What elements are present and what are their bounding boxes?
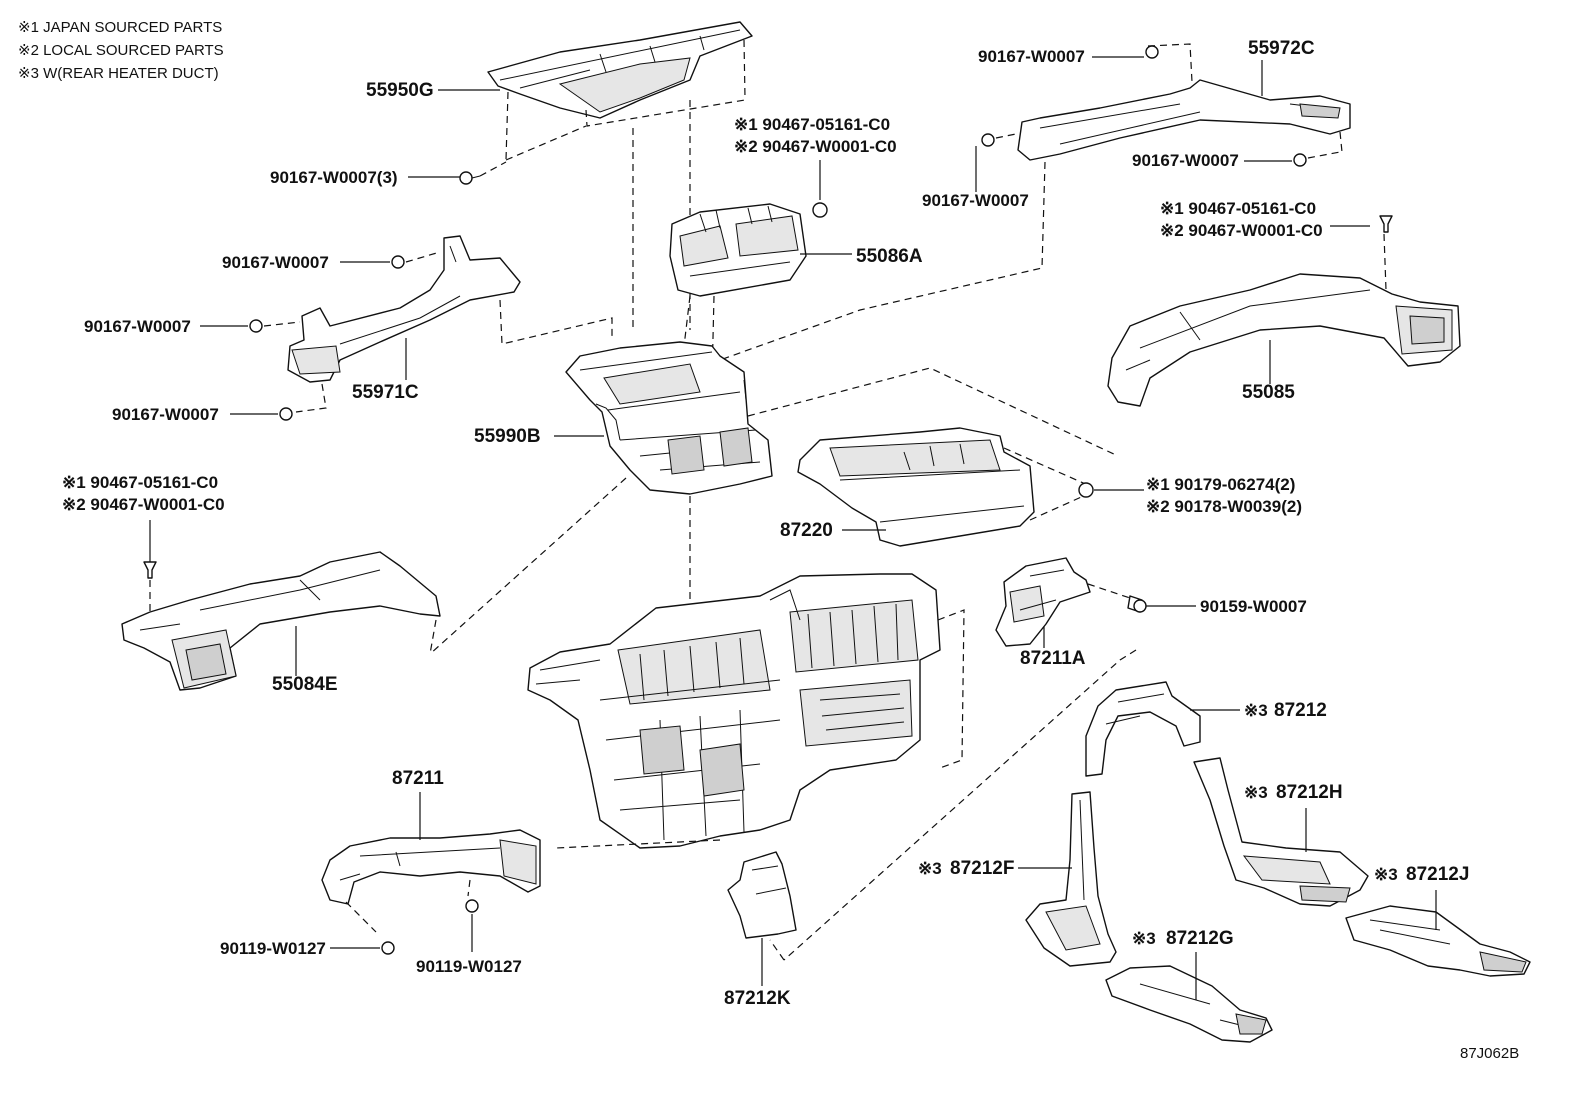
part-hvac-unit-drawing bbox=[527, 573, 965, 849]
label-nut-right-1: ※1 90179-06274(2) bbox=[1146, 475, 1295, 494]
part-55950G-drawing bbox=[487, 21, 753, 330]
label-55990B: 55990B bbox=[474, 426, 541, 447]
label-clip-right-1: ※1 90467-05161-C0 bbox=[1160, 199, 1316, 218]
label-clip-center-2: ※2 90467-W0001-C0 bbox=[734, 137, 897, 156]
part-87220-drawing bbox=[797, 427, 1091, 547]
diagram-id: 87J062B bbox=[1460, 1045, 1519, 1062]
bolt-icon bbox=[381, 941, 395, 955]
clip-icon bbox=[812, 202, 828, 218]
bolt-icon bbox=[465, 899, 479, 913]
part-55086A-drawing bbox=[669, 203, 807, 381]
part-55972C-drawing bbox=[1017, 43, 1351, 161]
note-3: ※3 W(REAR HEATER DUCT) bbox=[18, 65, 219, 82]
nut-icon bbox=[1078, 482, 1094, 498]
part-87212F-drawing bbox=[1025, 791, 1117, 967]
bolt-icon bbox=[1127, 595, 1147, 613]
label-90167-W0007-top: 90167-W0007 bbox=[978, 47, 1085, 66]
label-87220: 87220 bbox=[780, 520, 833, 541]
label-90167-W0007-3: 90167-W0007(3) bbox=[270, 168, 398, 187]
part-87212-drawing bbox=[1085, 681, 1201, 777]
label-87212: 87212 bbox=[1274, 700, 1327, 721]
label-90167-W0007-l3: 90167-W0007 bbox=[112, 405, 219, 424]
part-87212K-drawing bbox=[727, 851, 797, 961]
label-55085: 55085 bbox=[1242, 382, 1295, 403]
label-87212G: 87212G bbox=[1166, 928, 1234, 949]
bolt-icon bbox=[1145, 45, 1159, 59]
mark-87212G: ※3 bbox=[1132, 929, 1156, 948]
label-90119-W0127-b: 90119-W0127 bbox=[416, 957, 522, 976]
label-55086A: 55086A bbox=[856, 246, 923, 267]
bolt-icon bbox=[249, 319, 263, 333]
label-clip-right-2: ※2 90467-W0001-C0 bbox=[1160, 221, 1323, 240]
label-55971C: 55971C bbox=[352, 382, 419, 403]
bolt-icon bbox=[459, 171, 481, 185]
label-90167-W0007-right: 90167-W0007 bbox=[1132, 151, 1239, 170]
part-87211A-drawing bbox=[995, 557, 1131, 647]
part-55990B-drawing bbox=[565, 341, 773, 495]
note-2: ※2 LOCAL SOURCED PARTS bbox=[18, 42, 224, 59]
label-87211: 87211 bbox=[392, 768, 444, 789]
label-87212J: 87212J bbox=[1406, 864, 1469, 885]
label-90167-W0007-l2: 90167-W0007 bbox=[84, 317, 191, 336]
bolt-icon bbox=[391, 255, 405, 269]
legend-notes: ※1 JAPAN SOURCED PARTS ※2 LOCAL SOURCED … bbox=[18, 19, 224, 82]
label-55084E: 55084E bbox=[272, 674, 338, 695]
label-87212H: 87212H bbox=[1276, 782, 1343, 803]
part-55085-drawing bbox=[1107, 233, 1461, 407]
label-90119-W0127-a: 90119-W0127 bbox=[220, 939, 326, 958]
bolt-icon bbox=[981, 133, 995, 147]
part-55084E-drawing bbox=[121, 551, 441, 691]
part-87211-drawing bbox=[321, 829, 541, 933]
label-87211A: 87211A bbox=[1020, 648, 1086, 669]
part-87212G-drawing bbox=[1105, 965, 1273, 1043]
label-55950G: 55950G bbox=[366, 80, 434, 101]
clip-icon bbox=[143, 561, 157, 579]
label-clip-center-1: ※1 90467-05161-C0 bbox=[734, 115, 890, 134]
mark-87212F: ※3 bbox=[918, 859, 942, 878]
label-87212F: 87212F bbox=[950, 858, 1014, 879]
note-1: ※1 JAPAN SOURCED PARTS bbox=[18, 19, 222, 36]
mark-87212H: ※3 bbox=[1244, 783, 1268, 802]
part-87212H-drawing bbox=[1193, 757, 1369, 907]
clip-icon bbox=[1379, 215, 1393, 233]
bolt-icon bbox=[1293, 153, 1307, 167]
mark-87212J: ※3 bbox=[1374, 865, 1398, 884]
label-55972C: 55972C bbox=[1248, 38, 1315, 59]
label-90167-W0007-mid: 90167-W0007 bbox=[922, 191, 1029, 210]
label-90159-W0007: 90159-W0007 bbox=[1200, 597, 1307, 616]
mark-87212: ※3 bbox=[1244, 701, 1268, 720]
label-90167-W0007-l1: 90167-W0007 bbox=[222, 253, 329, 272]
part-87212J-drawing bbox=[1345, 905, 1531, 977]
label-nut-right-2: ※2 90178-W0039(2) bbox=[1146, 497, 1302, 516]
label-clip-left-2: ※2 90467-W0001-C0 bbox=[62, 495, 225, 514]
label-clip-left-1: ※1 90467-05161-C0 bbox=[62, 473, 218, 492]
part-55971C-drawing bbox=[287, 235, 613, 413]
bolt-icon bbox=[279, 407, 293, 421]
label-87212K: 87212K bbox=[724, 988, 791, 1009]
